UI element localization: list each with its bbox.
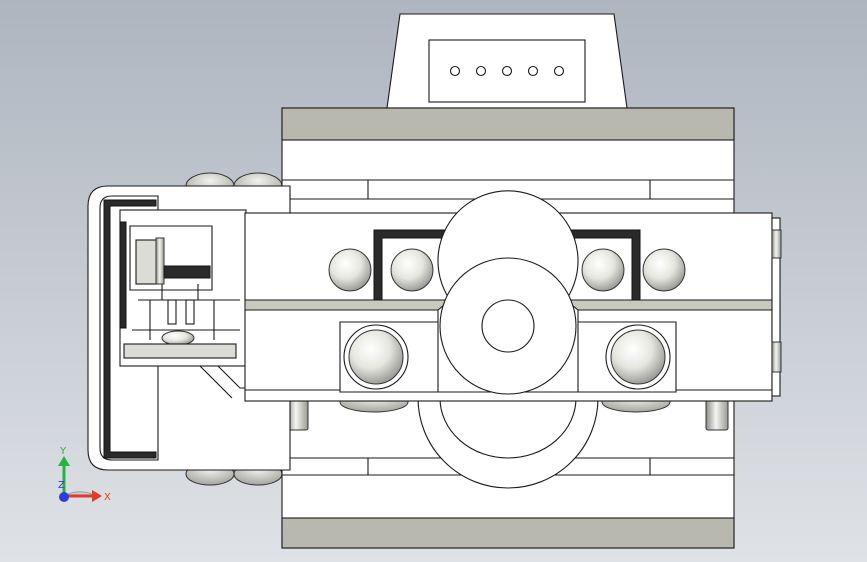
connector-housing bbox=[386, 13, 628, 109]
connector-pin bbox=[553, 65, 565, 77]
orientation-triad: Y X Z bbox=[58, 446, 111, 503]
z-axis-label: Z bbox=[58, 480, 65, 491]
lower-rotor-arc bbox=[417, 397, 599, 489]
y-axis-label: Y bbox=[59, 446, 67, 457]
carriage bbox=[244, 190, 782, 402]
carriage-upper-balls bbox=[328, 248, 686, 292]
connector-pin bbox=[449, 65, 461, 77]
x-arrowhead-icon bbox=[92, 490, 102, 502]
connector-pin bbox=[527, 65, 539, 77]
top-plate bbox=[281, 107, 735, 141]
carriage-rollers bbox=[343, 324, 671, 390]
connector-pins bbox=[449, 65, 565, 77]
central-hub bbox=[437, 190, 579, 395]
bottom-plate bbox=[281, 517, 735, 549]
x-axis-label: X bbox=[104, 492, 111, 503]
y-arrowhead-icon bbox=[58, 456, 70, 466]
connector-pin bbox=[501, 65, 513, 77]
side-bracket bbox=[87, 185, 291, 471]
connector-pin bbox=[475, 65, 487, 77]
z-axis-dot-icon bbox=[59, 492, 69, 502]
